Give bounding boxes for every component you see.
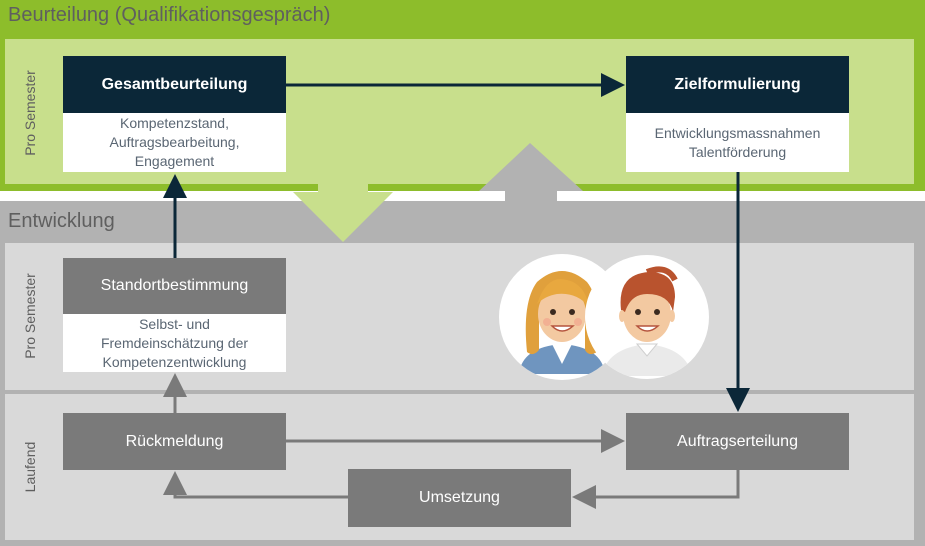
- beurteilung-title: Beurteilung (Qualifikationsgespräch): [8, 4, 331, 26]
- rueckmeldung-box: Rückmeldung: [63, 413, 286, 470]
- woman-avatar-icon: [499, 254, 625, 380]
- arrow-auftrag-to-umsetzung: [572, 470, 740, 509]
- gesamtbeurteilung-description: Kompetenzstand, Auftragsbearbeitung, Eng…: [63, 113, 286, 172]
- standortbestimmung-line-1: Selbst- und: [139, 315, 210, 332]
- up-arrow: [479, 143, 583, 201]
- auftragserteilung-box: Auftragserteilung: [626, 413, 849, 470]
- zielformulierung-title: Zielformulierung: [626, 56, 849, 113]
- gesamtbeurteilung-line-1: Kompetenzstand,: [120, 115, 229, 131]
- man-avatar-icon: [585, 255, 709, 379]
- gesamtbeurteilung-line-2: Auftragsbearbeitung,: [109, 134, 240, 150]
- down-arrow: [293, 184, 393, 242]
- arrow-umsetzung-to-rueck: [163, 471, 348, 499]
- zielformulierung-description: Entwicklungsmassnahmen Talentförderung: [626, 113, 849, 172]
- avatars-illustration: [499, 254, 709, 380]
- gesamtbeurteilung-title: Gesamtbeurteilung: [63, 56, 286, 113]
- standortbestimmung-line-3: Kompetenzentwicklung: [102, 353, 247, 370]
- standortbestimmung-description: Selbst- und Fremdeinschätzung der Kompet…: [63, 314, 286, 372]
- zielformulierung-line-2: Talentförderung: [688, 143, 787, 160]
- zielformulierung-line-1: Entwicklungsmassnahmen: [654, 124, 821, 141]
- standortbestimmung-title: Standortbestimmung: [63, 258, 286, 314]
- standortbestimmung-line-2: Fremdeinschätzung der: [100, 334, 249, 351]
- entwicklung-title: Entwicklung: [8, 210, 115, 232]
- umsetzung-box: Umsetzung: [348, 469, 571, 527]
- gesamtbeurteilung-line-3: Engagement: [134, 153, 215, 169]
